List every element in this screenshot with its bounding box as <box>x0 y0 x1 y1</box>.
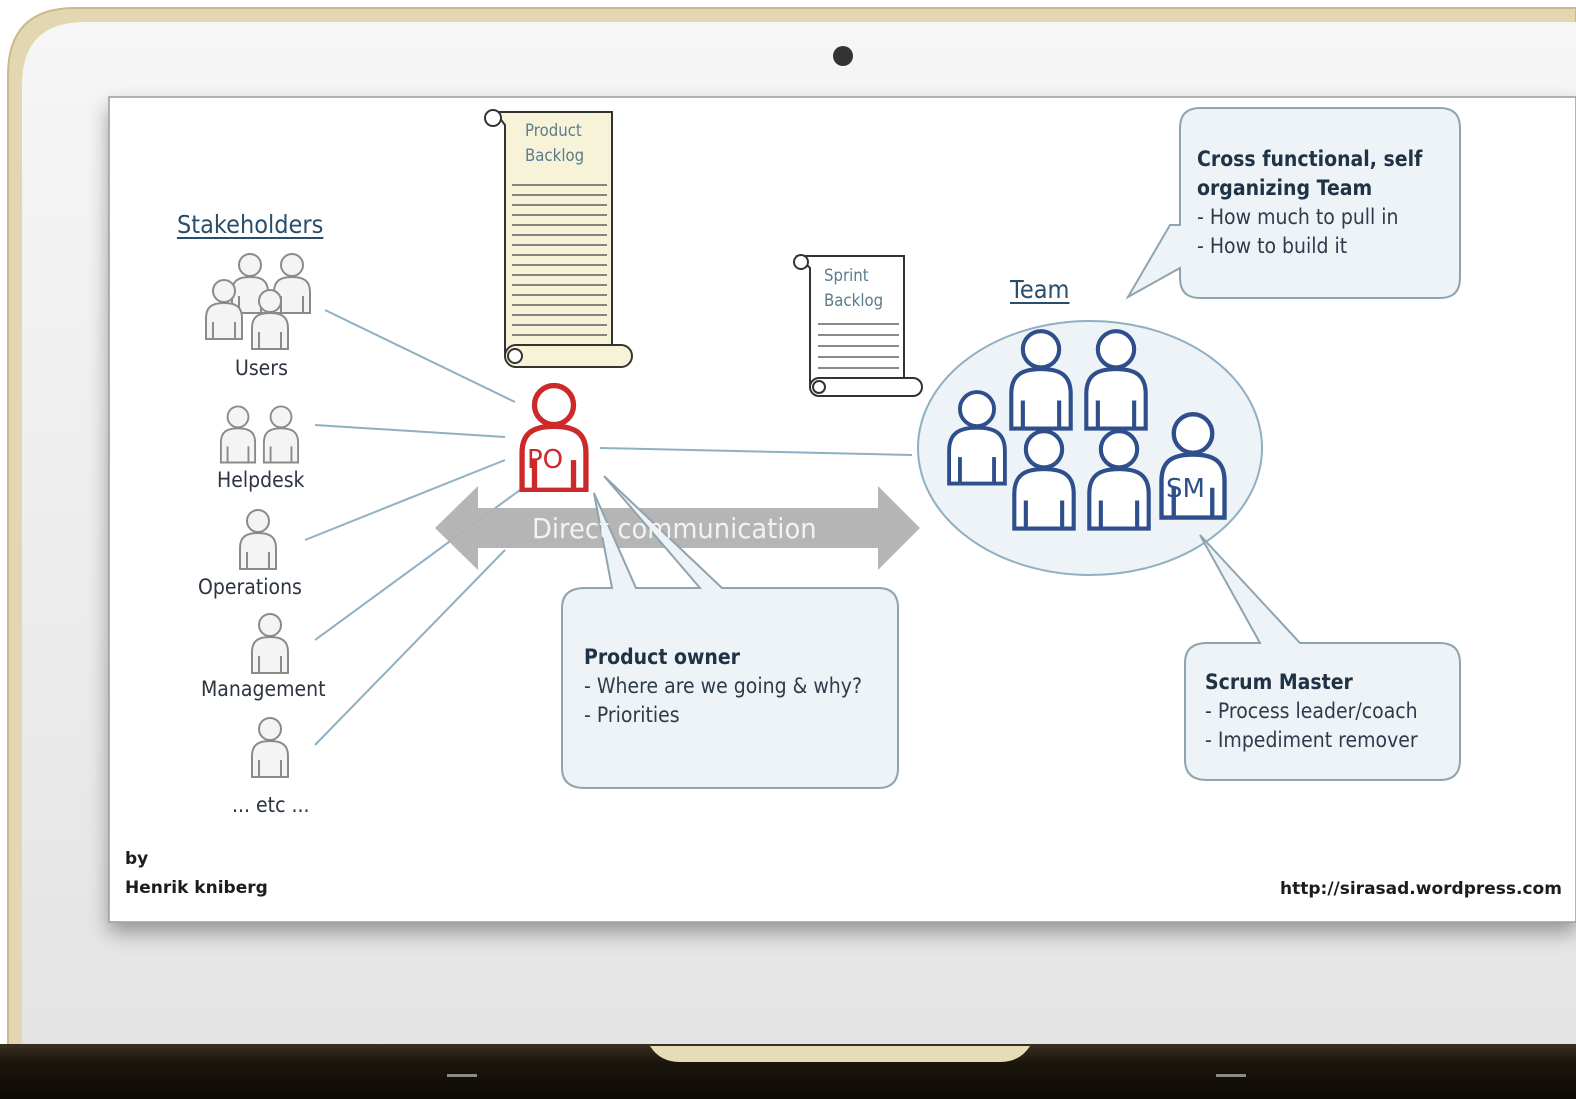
direct-communication-label: Direct communication <box>532 512 817 545</box>
sm-badge: SM <box>1166 474 1205 504</box>
sm-callout-text: Scrum Master - Process leader/coach - Im… <box>1205 670 1418 752</box>
po-badge: PO <box>527 445 564 475</box>
stakeholder-label-management: Management <box>201 677 326 701</box>
po-team-connector <box>599 447 913 456</box>
stakeholder-label-helpdesk: Helpdesk <box>217 468 305 492</box>
sm-callout-bubble <box>1184 534 1461 781</box>
foot-right <box>1216 1074 1246 1077</box>
stakeholder-label-operations: Operations <box>198 575 302 599</box>
laptop-base <box>0 1044 1576 1099</box>
po-callout-bubble <box>561 475 899 789</box>
stakeholder-label-etc: ... etc ... <box>232 793 310 817</box>
product-backlog-scroll <box>484 109 633 368</box>
source-url: http://sirasad.wordpress.com <box>1280 879 1562 899</box>
po-callout-text: Product owner - Where are we going & why… <box>584 645 862 727</box>
team-heading: Team <box>1010 275 1070 304</box>
direct-communication-arrow <box>435 486 920 570</box>
sprint-backlog-label: Sprint Backlog <box>824 266 884 311</box>
sprint-backlog-scroll <box>793 254 923 397</box>
stakeholders-heading: Stakeholders <box>177 210 324 239</box>
camera-icon <box>833 46 853 66</box>
stakeholder-connectors <box>304 309 521 746</box>
team-callout-bubble <box>1125 107 1461 300</box>
credit: by Henrik kniberg <box>125 849 268 898</box>
product-backlog-label: Product Backlog <box>525 121 585 166</box>
stakeholder-label-users: Users <box>235 356 288 380</box>
team-callout-text: Cross functional, self organizing Team -… <box>1197 147 1423 258</box>
foot-left <box>447 1074 477 1077</box>
